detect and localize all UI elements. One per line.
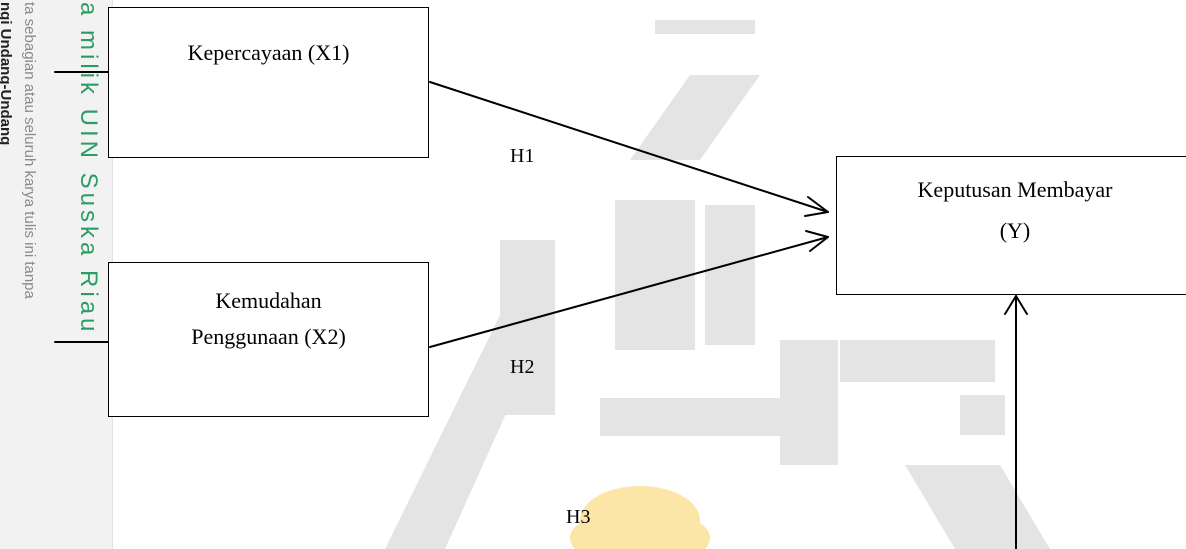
edge-x1-to-y [429, 81, 829, 213]
watermark-gold-flower [570, 486, 710, 549]
node-x1-label: Kepercayaan (X1) [187, 40, 350, 65]
hypothesis-label-h1: H1 [510, 145, 535, 167]
node-x2-label-line1: Kemudahan [215, 288, 322, 313]
arrowhead-x1-to-y [804, 196, 829, 217]
arrowhead-x2-to-y [805, 230, 829, 252]
page-margin-strip: ngi Undang-Undang ta sebagian atau selur… [0, 0, 113, 549]
node-y-label-line2: (Y) [999, 218, 1031, 243]
node-payment-decision-y: Keputusan Membayar (Y) [836, 156, 1186, 295]
hypothesis-label-h3: H3 [566, 506, 591, 528]
node-y-label-line1: Keputusan Membayar [917, 177, 1113, 202]
watermark-shapes [385, 20, 1050, 549]
node-ease-of-use-x2: Kemudahan Penggunaan (X2) [108, 262, 429, 417]
node-trust-x1: Kepercayaan (X1) [108, 7, 429, 158]
edge-x2-to-y [429, 236, 829, 348]
node-x2-label-line2: Penggunaan (X2) [191, 324, 346, 349]
hypothesis-label-h2: H2 [510, 356, 535, 378]
arrowhead-x3-to-y [1004, 295, 1028, 315]
